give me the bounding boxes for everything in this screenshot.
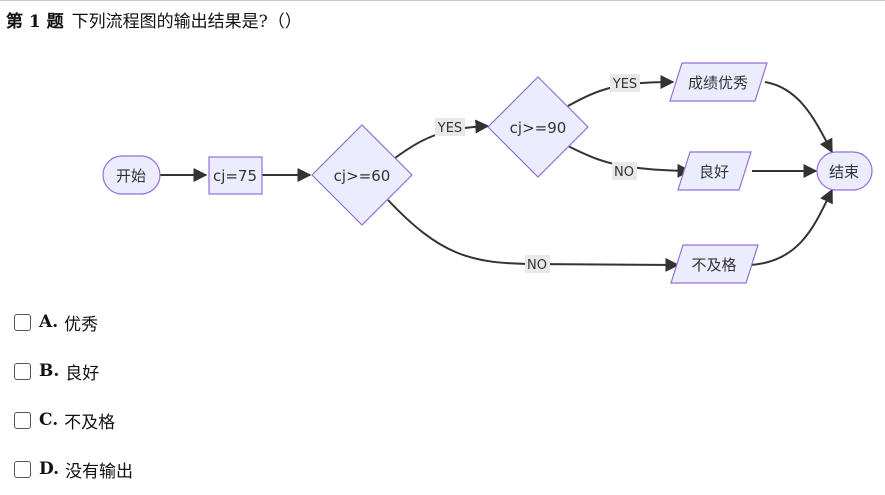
option-a-letter: A.: [39, 312, 59, 332]
edge-cond1-no: [387, 199, 680, 272]
svg-text:cj>=90: cj>=90: [510, 119, 567, 137]
node-decision-2: cj>=90: [487, 76, 589, 178]
option-a-checkbox[interactable]: [14, 313, 31, 331]
edge-cond1-yes: [394, 119, 490, 159]
svg-text:YES: YES: [437, 121, 462, 136]
option-b-text: 良好: [65, 363, 100, 384]
question-text: 下列流程图的输出结果是?（）: [71, 12, 302, 32]
option-d-text: 没有输出: [65, 461, 134, 482]
option-d-checkbox[interactable]: [14, 460, 31, 478]
option-b[interactable]: B. 良好: [14, 360, 100, 384]
edge-label-cond2-yes: YES: [610, 74, 640, 92]
node-end: 结束: [816, 151, 873, 191]
question-stem: 第 1 题下列流程图的输出结果是?（）: [6, 10, 302, 34]
svg-text:不及格: 不及格: [691, 256, 736, 274]
svg-text:cj>=60: cj>=60: [334, 167, 391, 185]
option-b-checkbox[interactable]: [14, 362, 31, 380]
node-decision-1: cj>=60: [311, 124, 413, 226]
svg-text:cj=75: cj=75: [213, 167, 257, 185]
node-output-fail: 不及格: [670, 244, 759, 284]
option-c-letter: C.: [39, 410, 59, 430]
svg-text:开始: 开始: [116, 167, 146, 185]
option-c[interactable]: C. 不及格: [14, 409, 116, 433]
option-c-text: 不及格: [64, 412, 116, 433]
option-b-letter: B.: [39, 361, 60, 381]
flowchart: YES NO YES NO 开始 cj=75 cj>=60 cj>=90 成绩优…: [102, 62, 873, 284]
svg-text:NO: NO: [527, 258, 547, 273]
node-start: 开始: [102, 155, 161, 195]
option-d-letter: D.: [39, 459, 60, 479]
top-divider: [0, 0, 885, 1]
svg-text:NO: NO: [614, 165, 634, 180]
option-a-text: 优秀: [64, 314, 99, 335]
option-c-checkbox[interactable]: [14, 411, 31, 429]
svg-text:YES: YES: [612, 77, 637, 92]
svg-text:良好: 良好: [699, 163, 729, 181]
svg-text:结束: 结束: [829, 163, 859, 181]
node-output-good: 良好: [677, 151, 752, 191]
svg-text:成绩优秀: 成绩优秀: [688, 74, 748, 92]
edge-excellent-to-end: [764, 81, 833, 154]
flow-edges: [160, 75, 833, 272]
edge-label-cond2-no: NO: [612, 162, 637, 180]
node-assign: cj=75: [208, 156, 263, 195]
option-d[interactable]: D. 没有输出: [14, 458, 134, 482]
question-number: 第 1 题: [6, 12, 64, 32]
node-output-excellent: 成绩优秀: [669, 62, 768, 102]
edge-label-cond1-no: NO: [525, 255, 550, 273]
option-a[interactable]: A. 优秀: [14, 311, 99, 335]
edge-label-cond1-yes: YES: [435, 118, 465, 136]
edge-fail-to-end: [749, 188, 833, 266]
